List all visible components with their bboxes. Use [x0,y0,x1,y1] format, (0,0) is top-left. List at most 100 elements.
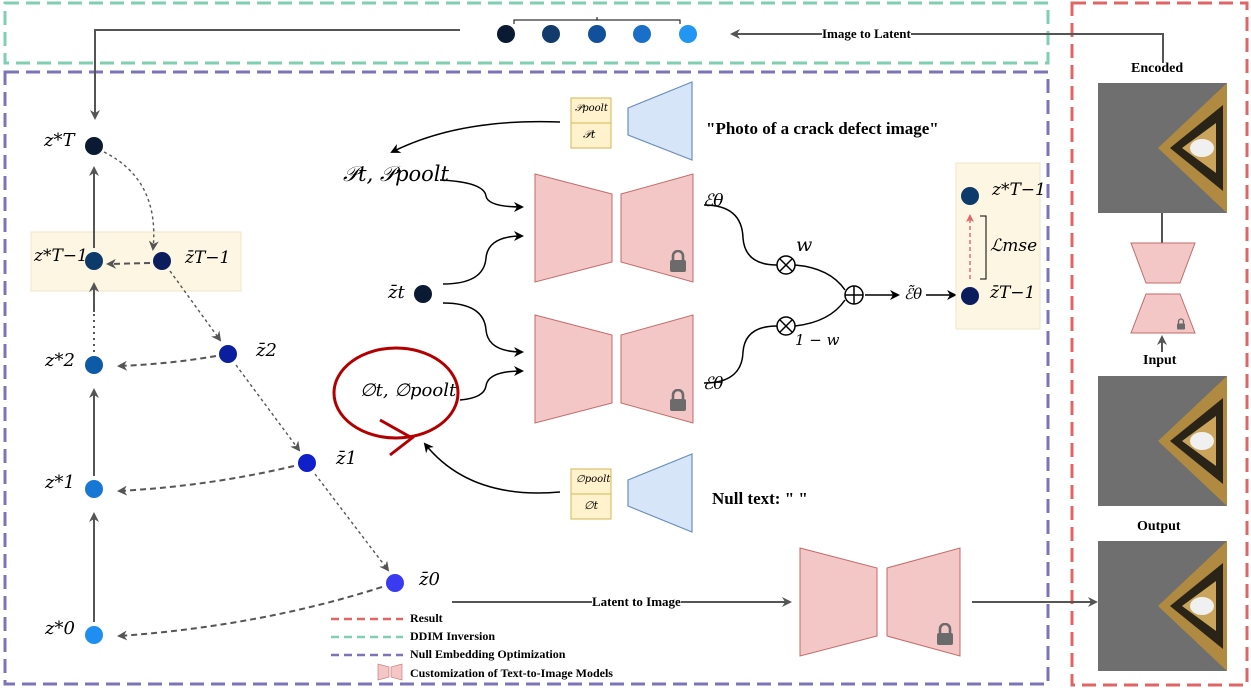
null-to-unet-bottom-arrow [459,366,524,401]
text-encoder-bottom [627,453,693,533]
unet-top-to-mult-w [703,204,778,266]
encoded-defect-picture [1098,83,1227,213]
label-out-zbar-T1: z̄T−1 [990,283,1036,303]
node-z-T-star [85,137,103,155]
multiply-w-icon [776,255,796,275]
chain-to-zT-arrow [90,29,460,120]
unet-bottom-decoder [620,314,694,424]
pt-to-unet-top-arrow [439,179,524,212]
output-defect-picture [1098,541,1227,671]
prompt-box-bottom [570,122,612,149]
t-minus-1-highlight [30,231,242,292]
null-to-circle-arrow [423,442,561,494]
label-zbar-2: z̄2 [256,340,277,361]
null-embedding-circle-arrowhead [379,418,415,457]
latent-dot-1 [497,25,515,43]
label-zbar-0: z̄0 [419,569,440,590]
label-null-box-top: ∅poolt [576,474,611,485]
mult-w-to-sum [794,264,846,291]
latent-to-image-label: Latent to Image [592,594,681,609]
null-text-label: Null text: " " [712,489,808,508]
autoencoder-top [1130,242,1196,284]
latent-chain-brace [513,17,681,24]
decoder-unet-left [799,547,878,657]
unet-bottom-to-mult-1mw [703,325,778,384]
out-node-zbar-T1 [961,287,979,305]
input-label: Input [1143,353,1177,368]
unet-top-decoder [620,173,694,283]
dashed-zbar1-z1 [117,465,295,496]
sum-icon [844,285,864,305]
null-box-top [570,468,612,495]
output-label: Output [1137,519,1181,534]
zbart-to-unet-top-arrow [442,231,524,285]
label-z-0-star: z*0 [45,618,75,639]
legend-unet-label: Customization of Text-to-Image Models [410,666,613,680]
dotted-zbar2-zbar1 [235,364,301,452]
prompt-to-pt-arrow [390,120,561,153]
node-zbar-2 [219,345,237,363]
output-image [1098,541,1227,671]
label-one-minus-w: 1 − w [795,331,840,349]
dotted-zT-zbarT1 [103,151,159,251]
node-zbar-1 [298,454,316,472]
label-w: w [796,234,813,256]
dashed-zbar0-z0 [117,586,383,641]
prompt-text-label: "Photo of a crack defect image" [706,119,939,138]
unet-bottom-encoder [534,314,613,424]
mult-1mw-to-sum [794,299,846,327]
latent-dot-5 [679,25,697,43]
label-null-box-bottom: ∅t [584,499,599,512]
null-embedding-highlight-circle [332,346,460,440]
image-to-latent-label: Image to Latent [822,26,911,41]
image-to-latent-arrow [730,29,1164,63]
node-zbar-T1 [153,252,171,270]
label-z-1-star: z*1 [45,472,75,493]
node-z-2-star [85,356,103,374]
label-z-T1-star: z*T−1 [34,246,88,266]
label-zbar-1: z̄1 [336,448,357,469]
null-box-bottom [570,493,612,520]
null-embedding-frame [3,70,1050,686]
node-zbar-t [414,285,432,303]
label-zbar-T1: z̄T−1 [185,248,231,268]
label-L-mse: ℒmse [990,236,1038,256]
encoded-label: Encoded [1131,61,1184,76]
dotted-zbarT1-zbar2 [169,270,222,342]
input-image [1098,376,1227,506]
label-prompt-box-bottom: 𝒫t [583,128,596,141]
node-z-0-star [85,626,103,644]
label-eps-theta-top: ℰθ [703,191,724,211]
legend-unet-swatch [377,663,403,681]
label-eps-theta-bottom: ℰθ [703,374,724,394]
decoder-unet-right [886,547,961,657]
latent-dot-2 [542,25,560,43]
multiply-1mw-icon [776,316,796,336]
dashed-zbarT1-zT1 [106,258,151,269]
zbart-to-unet-bottom-arrow [442,302,524,357]
loss-bracket [980,215,987,280]
label-null-t-pool: ∅t, ∅poolt [360,380,457,401]
label-prompt-box-top: 𝒫poolt [575,103,608,114]
text-encoder-top [627,81,693,161]
node-z-T1-star [85,252,103,270]
latent-dot-3 [588,25,606,43]
label-z-T-star: z*T [44,130,75,151]
label-zbar-t: z̄t [388,282,405,303]
legend-null-label: Null Embedding Optimization [410,647,566,661]
encoded-image [1098,83,1227,213]
input-defect-picture [1098,376,1227,506]
unet-top-encoder [534,173,613,283]
legend-result-label: Result [410,611,443,625]
latent-dot-4 [633,25,651,43]
legend-ddim-label: DDIM Inversion [410,629,496,643]
out-node-z-T1-star [961,187,979,205]
dashed-zbar2-z2 [117,355,217,371]
node-z-1-star [85,480,103,498]
autoencoder-bottom [1130,293,1196,334]
label-out-z-T1-star: z*T−1 [992,180,1046,200]
label-eps-tilde: ℰ̃θ [904,285,923,303]
node-zbar-0 [386,574,404,592]
prompt-box-top [570,97,612,124]
